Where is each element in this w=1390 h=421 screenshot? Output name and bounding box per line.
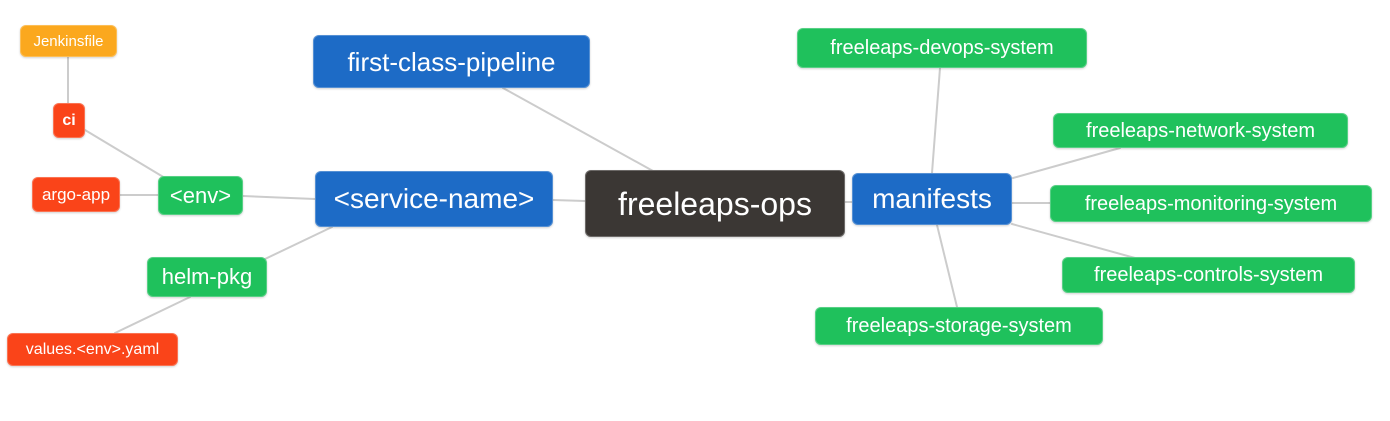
node-jenkinsfile[interactable]: Jenkinsfile xyxy=(20,25,117,57)
node-freeleaps-devops-system[interactable]: freeleaps-devops-system xyxy=(797,28,1087,68)
edge-values-helm-pkg xyxy=(114,296,191,334)
edge-env-service-name xyxy=(242,195,316,200)
node-first-class-pipeline[interactable]: first-class-pipeline xyxy=(313,35,590,88)
node-values-env-yaml[interactable]: values.<env>.yaml xyxy=(7,333,178,366)
edge-manifests-controls-system xyxy=(1011,223,1136,259)
node-env[interactable]: <env> xyxy=(158,176,243,215)
edge-ci-env xyxy=(84,129,166,179)
node-manifests[interactable]: manifests xyxy=(852,173,1012,225)
edge-manifests-storage-system xyxy=(936,224,958,308)
node-ci[interactable]: ci xyxy=(53,103,85,138)
node-argo-app[interactable]: argo-app xyxy=(32,177,120,212)
node-freeleaps-network-system[interactable]: freeleaps-network-system xyxy=(1053,113,1348,148)
node-freeleaps-controls-system[interactable]: freeleaps-controls-system xyxy=(1062,257,1355,293)
edge-first-class-pipeline-ops xyxy=(502,87,654,172)
node-freeleaps-ops[interactable]: freeleaps-ops xyxy=(585,170,845,237)
edge-service-name-ops xyxy=(552,199,586,202)
node-service-name[interactable]: <service-name> xyxy=(315,171,553,227)
node-freeleaps-monitoring-system[interactable]: freeleaps-monitoring-system xyxy=(1050,185,1372,222)
edge-manifests-network-system xyxy=(1012,147,1121,179)
node-freeleaps-storage-system[interactable]: freeleaps-storage-system xyxy=(815,307,1103,345)
node-helm-pkg[interactable]: helm-pkg xyxy=(147,257,267,297)
edge-manifests-devops-system xyxy=(931,67,941,174)
edge-helm-pkg-service-name xyxy=(264,226,333,260)
